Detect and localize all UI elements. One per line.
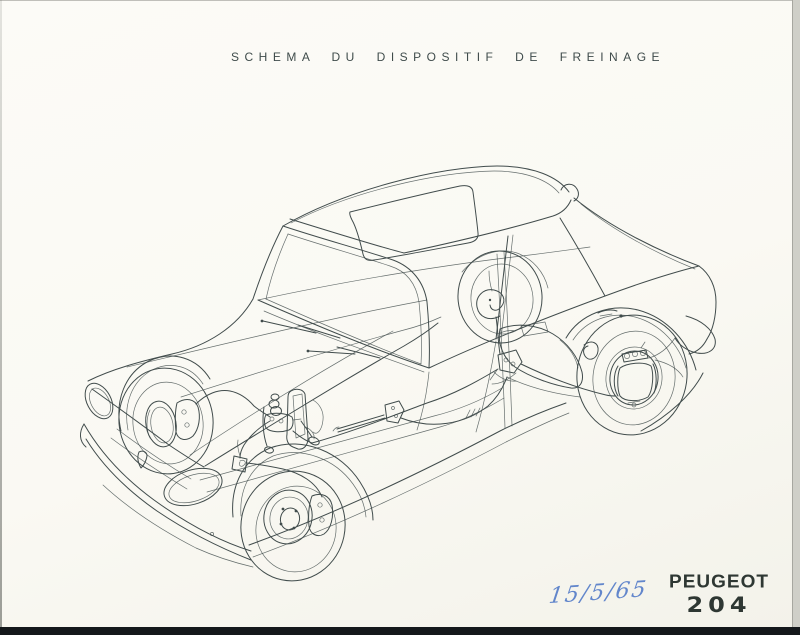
rear-drum-brake-near	[498, 307, 697, 436]
beltline	[428, 265, 700, 369]
door-handle	[597, 309, 618, 314]
handbrake-lever	[332, 376, 508, 433]
brake-shoe	[652, 363, 657, 394]
photo-top-edge	[0, 0, 800, 1]
brake-caliper-near	[308, 493, 334, 537]
wipers	[260, 310, 425, 373]
fluid-reservoir	[268, 399, 280, 409]
brand-wordmark: PEUGEOT	[669, 572, 769, 593]
headlight-far	[84, 382, 114, 420]
front-near-tire	[240, 470, 346, 582]
windshield-frame	[282, 225, 430, 369]
brake-disc-near	[263, 489, 313, 545]
front-disc-brake-near	[231, 439, 374, 582]
handbrake-bracket	[384, 400, 405, 424]
model-wordmark: 204	[686, 592, 752, 618]
photo-right-edge	[792, 0, 800, 635]
wheel-cylinder	[621, 349, 649, 363]
front-disc-brake-far	[118, 355, 271, 475]
front-near-brake-hose	[246, 462, 323, 498]
photo-bottom-edge	[0, 627, 800, 635]
rear-near-tire	[576, 314, 688, 436]
front-far-brake-hose	[195, 390, 271, 418]
photo-left-edge	[0, 0, 2, 635]
body-shell	[80, 165, 717, 568]
sunroof	[349, 185, 479, 261]
front-far-tire	[118, 367, 214, 475]
rear-window	[580, 203, 696, 270]
diagram-title: SCHEMA DU DISPOSITIF DE FREINAGE	[231, 50, 666, 64]
rear-flexible-hose-far	[457, 250, 543, 344]
pipe-to-rear-drum	[520, 363, 617, 397]
flexible-hose-loop	[476, 289, 505, 320]
drum-inspection-window	[617, 362, 654, 402]
brake-caliper-far	[174, 399, 200, 440]
drip-rail	[289, 199, 572, 254]
clutch-pedal-arm	[262, 406, 268, 447]
brake-shoe	[613, 365, 619, 397]
rear-far-tire	[457, 250, 543, 344]
brake-pedal-pad	[308, 436, 320, 446]
brake-disc-far	[145, 400, 177, 448]
headlights	[84, 382, 223, 507]
master-cylinder-and-pedals	[262, 388, 324, 454]
brake-lines	[199, 316, 617, 493]
brand-block: PEUGEOT 204	[662, 573, 776, 617]
brake-pedal-arm	[300, 420, 313, 438]
headlight-near	[163, 467, 223, 507]
rear-suspension-panel	[498, 324, 583, 389]
handbrake-cable	[400, 376, 508, 425]
pedal-bracket	[286, 388, 309, 450]
floor-brake-pipe	[292, 368, 499, 444]
hose-bracket	[231, 455, 248, 473]
c-pillar	[559, 217, 606, 297]
brake-pressure-compensator	[489, 349, 523, 385]
